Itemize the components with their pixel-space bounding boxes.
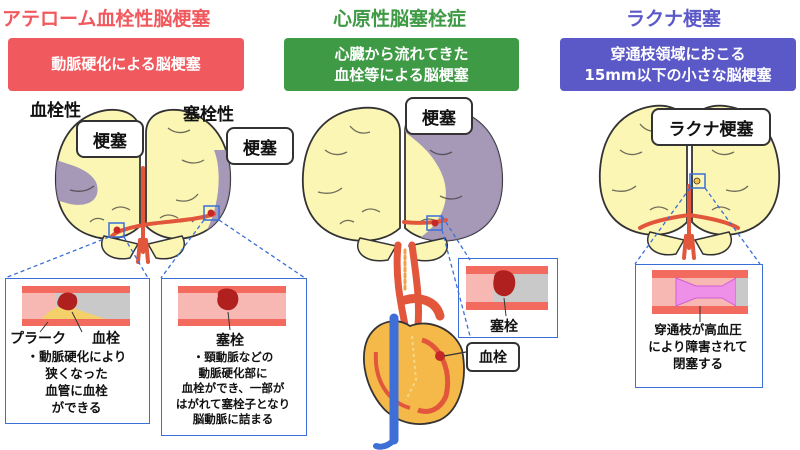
label-plaque: プラーク	[10, 331, 66, 347]
cerebellum-atheroma	[101, 235, 185, 260]
vessel-cardio	[466, 266, 548, 317]
note-lacunar: 穿通枝が高血圧 により障害されて 閉塞する	[648, 322, 748, 371]
zoom-marker-cardio	[426, 215, 443, 231]
label-thrombus: 血栓	[92, 331, 120, 347]
banner-cardio: 心臓から流れてきた 血栓等による脳梗塞	[284, 38, 519, 91]
panel-title-atheroma: アテローム血栓性脳梗塞	[2, 8, 211, 30]
vessel-lacunar	[652, 270, 748, 322]
label-embolic: 塞栓性	[183, 105, 234, 125]
infarct-cardio	[405, 107, 503, 241]
panel-title-lacunar: ラクナ梗塞	[626, 8, 722, 30]
cerebellum-cardio	[357, 237, 448, 262]
banner-atheroma: 動脈硬化による脳梗塞	[8, 38, 244, 91]
label-embolus: 塞栓	[216, 333, 244, 349]
vessel-thrombotic	[22, 286, 130, 333]
label-thrombus-heart: 血栓	[466, 342, 520, 372]
zoom-marker-lacunar	[689, 173, 706, 189]
callout-infarct-cardio: 梗塞	[405, 97, 473, 135]
callout-infarct-embolic: 梗塞	[226, 127, 294, 165]
banner-lacunar: 穿通枝領域におこる 15mm以下の小さな脳梗塞	[560, 38, 796, 91]
panel-title-cardio: 心原性脳塞栓症	[333, 8, 467, 30]
note-embolic: ・頸動脈などの 動脈硬化部に 血栓ができ、一部が はがれて塞栓子となり 脳動脈に…	[175, 350, 291, 427]
vessels-neck	[393, 218, 448, 329]
label-embolus-cardio: 塞栓	[490, 319, 518, 335]
zoom-marker-left	[108, 222, 125, 238]
label-thrombotic: 血栓性	[30, 101, 81, 121]
note-thrombotic: ・動脈硬化により 狭くなった 血管に血栓 ができる	[26, 349, 127, 415]
callout-lacunar-infarct: ラクナ梗塞	[651, 108, 771, 146]
infarct-thrombotic	[56, 160, 98, 205]
zoom-marker-right	[203, 205, 220, 221]
heart-illustration	[363, 294, 467, 450]
arteries-lacunar	[638, 184, 740, 260]
callout-infarct-thrombotic: 梗塞	[76, 120, 144, 158]
vessel-embolic	[178, 286, 286, 331]
cerebellum-lacunar	[647, 231, 732, 256]
